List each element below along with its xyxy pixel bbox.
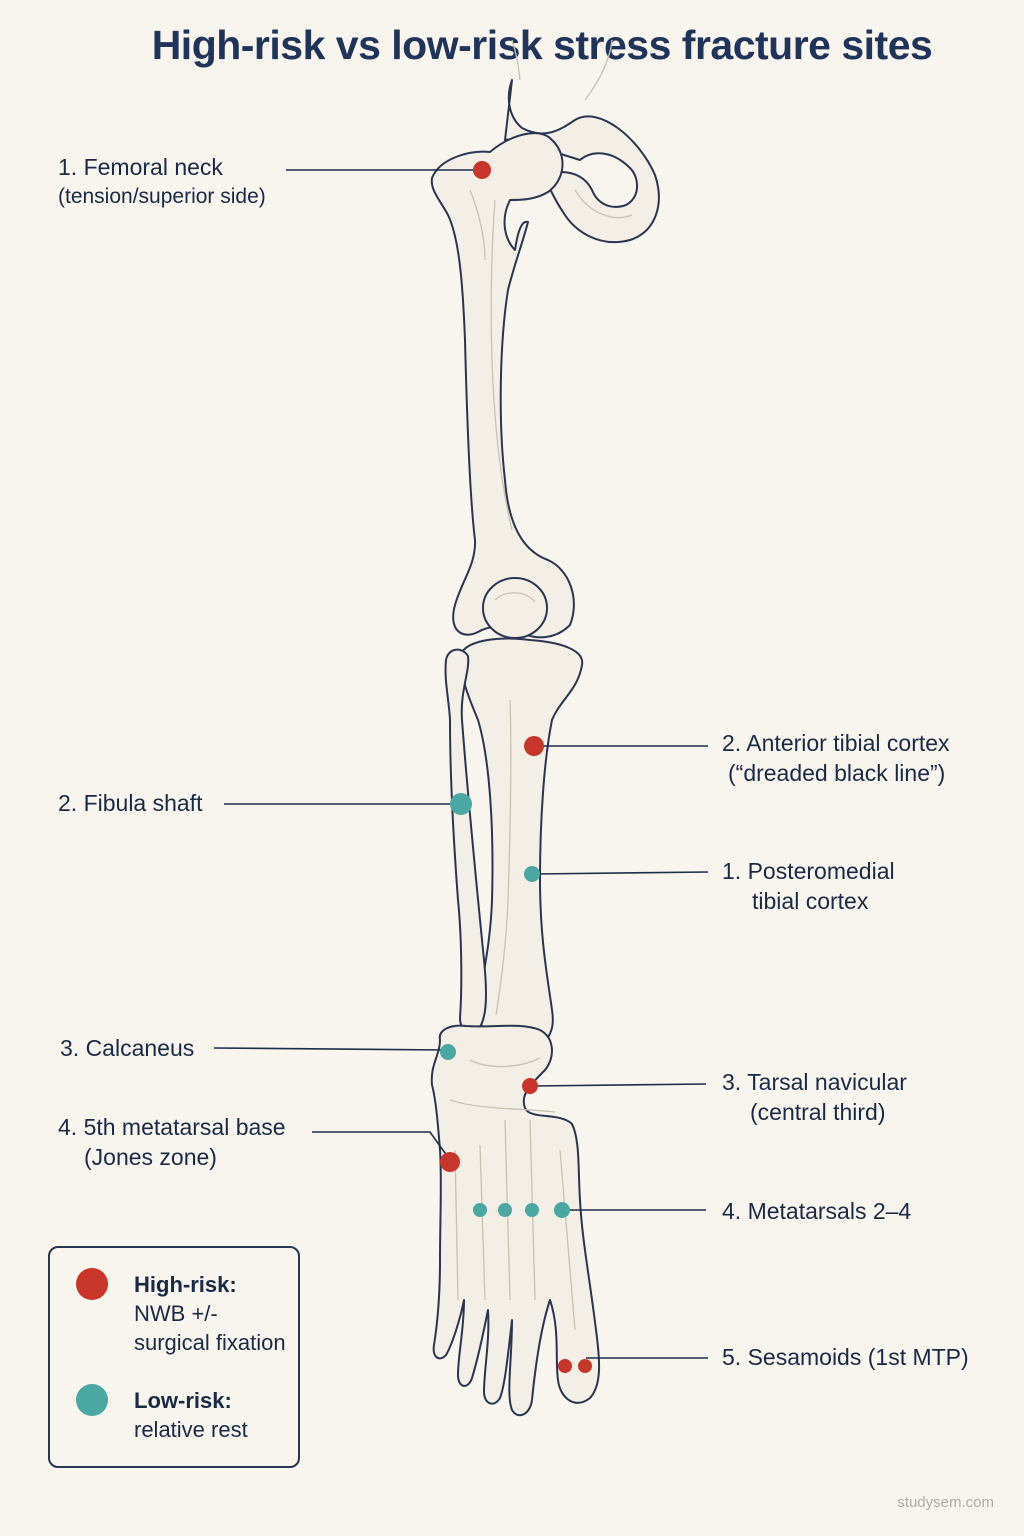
label-sesamoids-title: 5. Sesamoids (1st MTP) xyxy=(722,1344,969,1370)
label-anterior-tibial-note: (“dreaded black line”) xyxy=(728,760,946,786)
foot xyxy=(430,1024,601,1417)
legend-high-risk-line2: surgical fixation xyxy=(134,1330,286,1355)
legend-low-risk-text: Low-risk: relative rest xyxy=(134,1386,248,1444)
femur xyxy=(430,132,575,639)
label-posteromedial-title: 1. Posteromedial xyxy=(722,858,895,884)
marker-fibula-shaft xyxy=(450,793,472,815)
marker-metatarsal-4 xyxy=(525,1203,539,1217)
leader-calcaneus xyxy=(213,1047,449,1051)
label-calcaneus-title: 3. Calcaneus xyxy=(60,1035,195,1061)
marker-metatarsal-3 xyxy=(498,1203,512,1217)
pelvis xyxy=(504,39,660,244)
legend: High-risk: NWB +/- surgical fixation Low… xyxy=(48,1246,300,1468)
label-posteromedial-note: tibial cortex xyxy=(752,888,869,914)
legend-low-risk-line1: relative rest xyxy=(134,1417,248,1442)
legend-high-risk-icon xyxy=(76,1268,108,1300)
marker-calcaneus xyxy=(440,1044,456,1060)
label-femoral-neck: 1. Femoral neck (tension/superior side) xyxy=(58,152,266,212)
legend-high-risk-label: High-risk: xyxy=(134,1272,237,1297)
marker-metatarsal-5 xyxy=(554,1202,570,1218)
legend-low-risk-icon xyxy=(76,1384,108,1416)
label-metatarsals-2-4: 4. Metatarsals 2–4 xyxy=(722,1196,911,1226)
marker-metatarsal-2 xyxy=(473,1203,487,1217)
diagram-title: High-risk vs low-risk stress fracture si… xyxy=(151,22,933,68)
label-tarsal-navicular: 3. Tarsal navicular (central third) xyxy=(722,1067,907,1127)
marker-navicular xyxy=(522,1078,538,1094)
patella xyxy=(482,577,548,639)
leader-fifth-metatarsal xyxy=(312,1131,451,1161)
leader-posteromedial xyxy=(533,871,709,875)
label-fibula-shaft-title: 2. Fibula shaft xyxy=(58,790,203,816)
label-navicular-title: 3. Tarsal navicular xyxy=(722,1069,907,1095)
leader-navicular xyxy=(531,1083,707,1087)
marker-sesamoid-2 xyxy=(578,1359,592,1373)
legend-high-risk-line1: NWB +/- xyxy=(134,1301,218,1326)
label-navicular-note: (central third) xyxy=(750,1099,886,1125)
marker-posteromedial xyxy=(524,866,540,882)
marker-fifth-metatarsal xyxy=(440,1152,460,1172)
label-posteromedial-tibial-cortex: 1. Posteromedial tibial cortex xyxy=(722,856,895,916)
label-fibula-shaft: 2. Fibula shaft xyxy=(58,788,202,818)
label-anterior-tibial-title: 2. Anterior tibial cortex xyxy=(722,730,950,756)
label-femoral-neck-note: (tension/superior side) xyxy=(58,185,266,208)
label-fifth-metatarsal-title: 4. 5th metatarsal base xyxy=(58,1114,286,1140)
label-fifth-metatarsal-base: 4. 5th metatarsal base (Jones zone) xyxy=(58,1112,286,1172)
marker-anterior-tibial xyxy=(524,736,544,756)
label-metatarsals-title: 4. Metatarsals 2–4 xyxy=(722,1198,912,1224)
label-calcaneus: 3. Calcaneus xyxy=(60,1033,194,1063)
legend-low-risk-label: Low-risk: xyxy=(134,1388,232,1413)
watermark: studysem.com xyxy=(897,1494,994,1511)
marker-sesamoid-1 xyxy=(558,1359,572,1373)
label-anterior-tibial-cortex: 2. Anterior tibial cortex (“dreaded blac… xyxy=(722,728,950,788)
label-femoral-neck-title: 1. Femoral neck xyxy=(58,154,223,180)
label-sesamoids: 5. Sesamoids (1st MTP) xyxy=(722,1342,969,1372)
legend-high-risk-text: High-risk: NWB +/- surgical fixation xyxy=(134,1270,286,1357)
marker-femoral-neck xyxy=(473,161,491,179)
tibia xyxy=(460,637,584,1049)
label-fifth-metatarsal-note: (Jones zone) xyxy=(84,1144,217,1170)
